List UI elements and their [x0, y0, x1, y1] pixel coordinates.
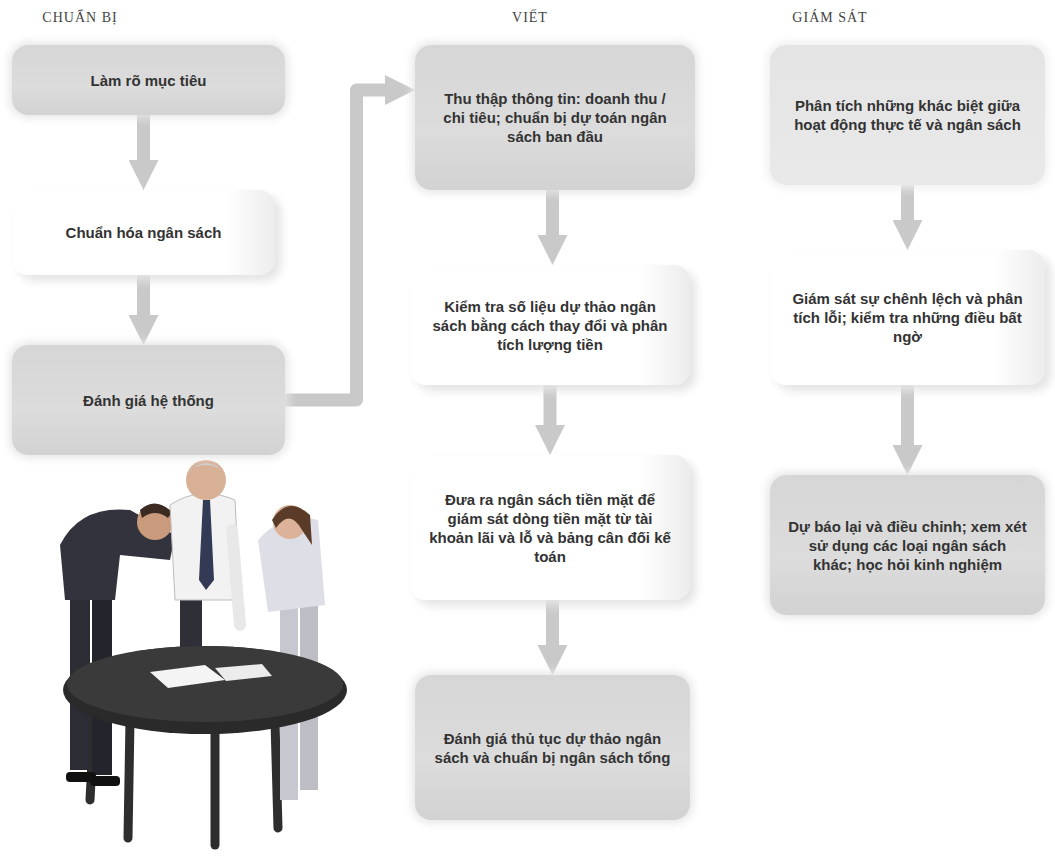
column-heading: GIÁM SÁT	[730, 10, 930, 26]
person-head	[137, 504, 173, 540]
person-shoe	[90, 776, 120, 786]
person-hair	[272, 506, 312, 545]
flow-arrow	[546, 190, 559, 245]
flow-arrow	[901, 385, 914, 455]
process-box: Dự báo lại và điều chỉnh; xem xét sử dụn…	[770, 475, 1045, 615]
flow-arrow	[285, 90, 395, 400]
box-text-group: Đánh giá hệ thống	[83, 391, 214, 410]
process-box: Đánh giá hệ thống	[12, 345, 285, 455]
person-left	[60, 503, 175, 786]
box-text: Dự báo lại và điều chỉnh; xem xét sử dụn…	[788, 517, 1027, 574]
box-text-group: Làm rõ mục tiêu	[91, 71, 207, 90]
box-text: Giám sát sự chênh lệch và phân tích lỗi;…	[788, 289, 1027, 346]
paper	[215, 664, 272, 681]
process-box: Làm rõ mục tiêu	[12, 45, 285, 115]
arrow-tip-spacer	[907, 230, 908, 250]
box-text: Chuẩn hóa ngân sách	[66, 223, 222, 242]
box-text-group: Đưa ra ngân sách tiền mặt để giám sát dò…	[428, 490, 672, 566]
box-text-group: Giám sát sự chênh lệch và phân tích lỗi;…	[788, 289, 1027, 346]
arrow-tip-spacer	[143, 325, 144, 345]
table-top	[63, 646, 347, 734]
process-box: Giám sát sự chênh lệch và phân tích lỗi;…	[770, 250, 1045, 385]
process-box: Đánh giá thủ tục dự thảo ngân sách và ch…	[415, 675, 690, 820]
box-text: Đưa ra ngân sách tiền mặt để giám sát dò…	[428, 490, 672, 566]
flow-arrow	[544, 385, 557, 435]
column-heading: VIẾT	[430, 10, 630, 26]
arrow-tip-spacer	[907, 455, 908, 475]
flow-arrow	[137, 275, 150, 325]
box-text-group: Phân tích những khác biệt giữa hoạt động…	[788, 96, 1027, 134]
process-box: Đưa ra ngân sách tiền mặt để giám sát dò…	[410, 455, 690, 600]
box-text-group: Chuẩn hóa ngân sách	[66, 223, 222, 242]
box-text: Làm rõ mục tiêu	[91, 71, 207, 90]
arrow-tip-spacer	[552, 655, 553, 675]
process-box: Chuẩn hóa ngân sách	[12, 190, 275, 275]
box-text: Đánh giá hệ thống	[83, 391, 214, 410]
table-leg	[211, 730, 220, 845]
box-text: Kiểm tra số liệu dự thảo ngân sách bằng …	[428, 297, 672, 354]
paper	[150, 665, 225, 688]
flow-arrow	[137, 115, 150, 170]
person-hair	[187, 463, 226, 474]
person-arm	[232, 530, 240, 625]
box-text-group: Đánh giá thủ tục dự thảo ngân sách và ch…	[433, 729, 672, 767]
box-text-group: Kiểm tra số liệu dự thảo ngân sách bằng …	[428, 297, 672, 354]
arrow-tip-spacer	[395, 90, 415, 91]
process-box: Kiểm tra số liệu dự thảo ngân sách bằng …	[410, 265, 690, 385]
person-head	[186, 460, 226, 500]
arrow-tip-spacer	[552, 245, 553, 265]
table-leg	[128, 720, 130, 838]
box-text: Thu thập thông tin: doanh thu / chi tiêu…	[433, 89, 677, 146]
process-box: Thu thập thông tin: doanh thu / chi tiêu…	[415, 45, 695, 190]
box-text-group: Thu thập thông tin: doanh thu / chi tiêu…	[433, 89, 677, 146]
arrow-tip-spacer	[550, 435, 551, 455]
arrow-tip-spacer	[143, 170, 144, 190]
box-text: Đánh giá thủ tục dự thảo ngân sách và ch…	[433, 729, 672, 767]
flow-arrow	[546, 600, 559, 655]
person-hair	[140, 503, 172, 518]
table-surface	[67, 646, 343, 722]
process-box: Phân tích những khác biệt giữa hoạt động…	[770, 45, 1045, 185]
flow-arrow	[901, 185, 914, 230]
table-leg	[275, 722, 278, 828]
column-heading: CHUẨN BỊ	[0, 10, 180, 26]
person-middle	[170, 460, 240, 670]
box-text-group: Dự báo lại và điều chỉnh; xem xét sử dụn…	[788, 517, 1027, 574]
person-tie	[199, 500, 214, 590]
box-text: Phân tích những khác biệt giữa hoạt động…	[788, 96, 1027, 134]
